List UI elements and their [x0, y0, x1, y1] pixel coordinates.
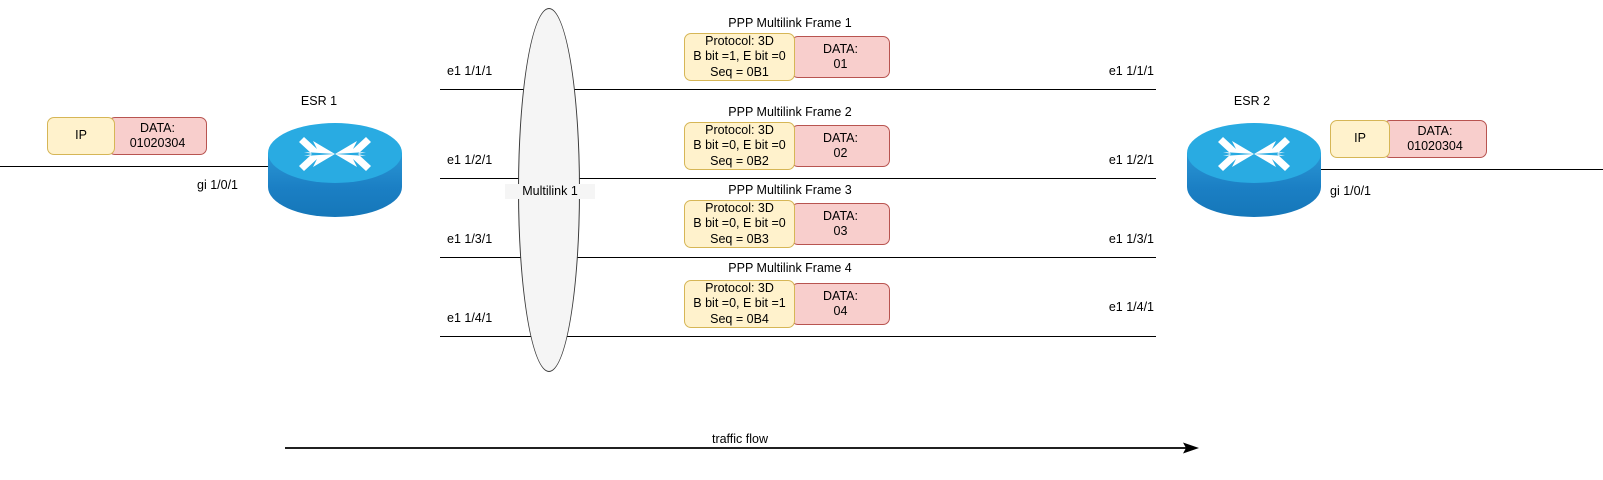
frame-title-1: PPP Multilink Frame 1 [728, 16, 852, 30]
frame-title-4: PPP Multilink Frame 4 [728, 261, 852, 275]
left-lan-line [0, 166, 285, 167]
right-interface-label-2: e1 1/2/1 [1108, 153, 1154, 167]
right-interface-label-1: e1 1/1/1 [1108, 64, 1154, 78]
right-router-name: ESR 2 [1233, 94, 1271, 108]
link-line-2 [440, 178, 1156, 179]
frame-payload-4: DATA: 04 [791, 283, 890, 325]
frame-payload-3: DATA: 03 [791, 203, 890, 245]
frame-data-value-2: 02 [833, 146, 848, 160]
link-line-1 [440, 89, 1156, 90]
right-packet-data-value: 01020304 [1407, 139, 1463, 153]
right-interface-label-4: e1 1/4/1 [1108, 300, 1154, 314]
left-interface-label-4: e1 1/4/1 [447, 311, 493, 325]
frame-title-2: PPP Multilink Frame 2 [728, 105, 852, 119]
left-router-name: ESR 1 [300, 94, 338, 108]
router-icon [1185, 121, 1323, 221]
frame-data-value-3: 03 [833, 224, 848, 238]
frame-header-bits-4: B bit =0, E bit =1 [693, 296, 786, 311]
right-packet-ip-header: IP [1330, 120, 1390, 158]
frame-data-title-4: DATA: [823, 288, 858, 303]
left-packet-ip-header: IP [47, 117, 115, 155]
right-packet-data-title: DATA: [1417, 123, 1453, 138]
right-packet-payload: DATA: 01020304 [1383, 120, 1487, 158]
frame-payload-2: DATA: 02 [791, 125, 890, 167]
left-gi-interface-label: gi 1/0/1 [197, 178, 239, 192]
traffic-flow-label: traffic flow [711, 432, 769, 446]
frame-header-3: Protocol: 3D B bit =0, E bit =0 Seq = 0B… [684, 200, 795, 248]
frame-data-title-2: DATA: [823, 130, 858, 145]
frame-header-seq-1: Seq = 0B1 [710, 64, 769, 79]
frame-data-title-1: DATA: [823, 41, 858, 56]
frame-data-value-1: 01 [833, 57, 848, 71]
frame-header-seq-4: Seq = 0B4 [710, 311, 769, 326]
router-icon [266, 121, 404, 221]
frame-payload-1: DATA: 01 [791, 36, 890, 78]
frame-header-protocol-2: Protocol: 3D [705, 122, 774, 137]
right-gi-interface-label: gi 1/0/1 [1330, 184, 1372, 198]
frame-data-value-4: 04 [833, 304, 848, 318]
multilink-bundle-label: Multilink 1 [505, 184, 595, 199]
link-line-3 [440, 257, 1156, 258]
frame-title-3: PPP Multilink Frame 3 [728, 183, 852, 197]
left-interface-label-3: e1 1/3/1 [447, 232, 493, 246]
left-interface-label-2: e1 1/2/1 [447, 153, 493, 167]
frame-header-seq-3: Seq = 0B3 [710, 231, 769, 246]
traffic-flow-arrow-icon [285, 440, 1200, 461]
frame-header-bits-1: B bit =1, E bit =0 [693, 49, 786, 64]
frame-header-protocol-1: Protocol: 3D [705, 33, 774, 48]
frame-header-4: Protocol: 3D B bit =0, E bit =1 Seq = 0B… [684, 280, 795, 328]
frame-header-2: Protocol: 3D B bit =0, E bit =0 Seq = 0B… [684, 122, 795, 170]
left-packet-data-title: DATA: [140, 120, 175, 135]
frame-header-seq-2: Seq = 0B2 [710, 153, 769, 168]
frame-header-protocol-4: Protocol: 3D [705, 280, 774, 295]
right-packet-ip-label: IP [1354, 131, 1366, 146]
frame-header-1: Protocol: 3D B bit =1, E bit =0 Seq = 0B… [684, 33, 795, 81]
frame-data-title-3: DATA: [823, 208, 858, 223]
right-interface-label-3: e1 1/3/1 [1108, 232, 1154, 246]
frame-header-protocol-3: Protocol: 3D [705, 200, 774, 215]
left-packet-data-value: 01020304 [129, 136, 186, 150]
frame-header-bits-2: B bit =0, E bit =0 [693, 138, 786, 153]
link-line-4 [440, 336, 1156, 337]
left-packet-ip-label: IP [75, 128, 87, 143]
frame-header-bits-3: B bit =0, E bit =0 [693, 216, 786, 231]
left-interface-label-1: e1 1/1/1 [447, 64, 493, 78]
right-lan-line [1318, 169, 1603, 170]
left-packet-payload: DATA: 01020304 [108, 117, 207, 155]
